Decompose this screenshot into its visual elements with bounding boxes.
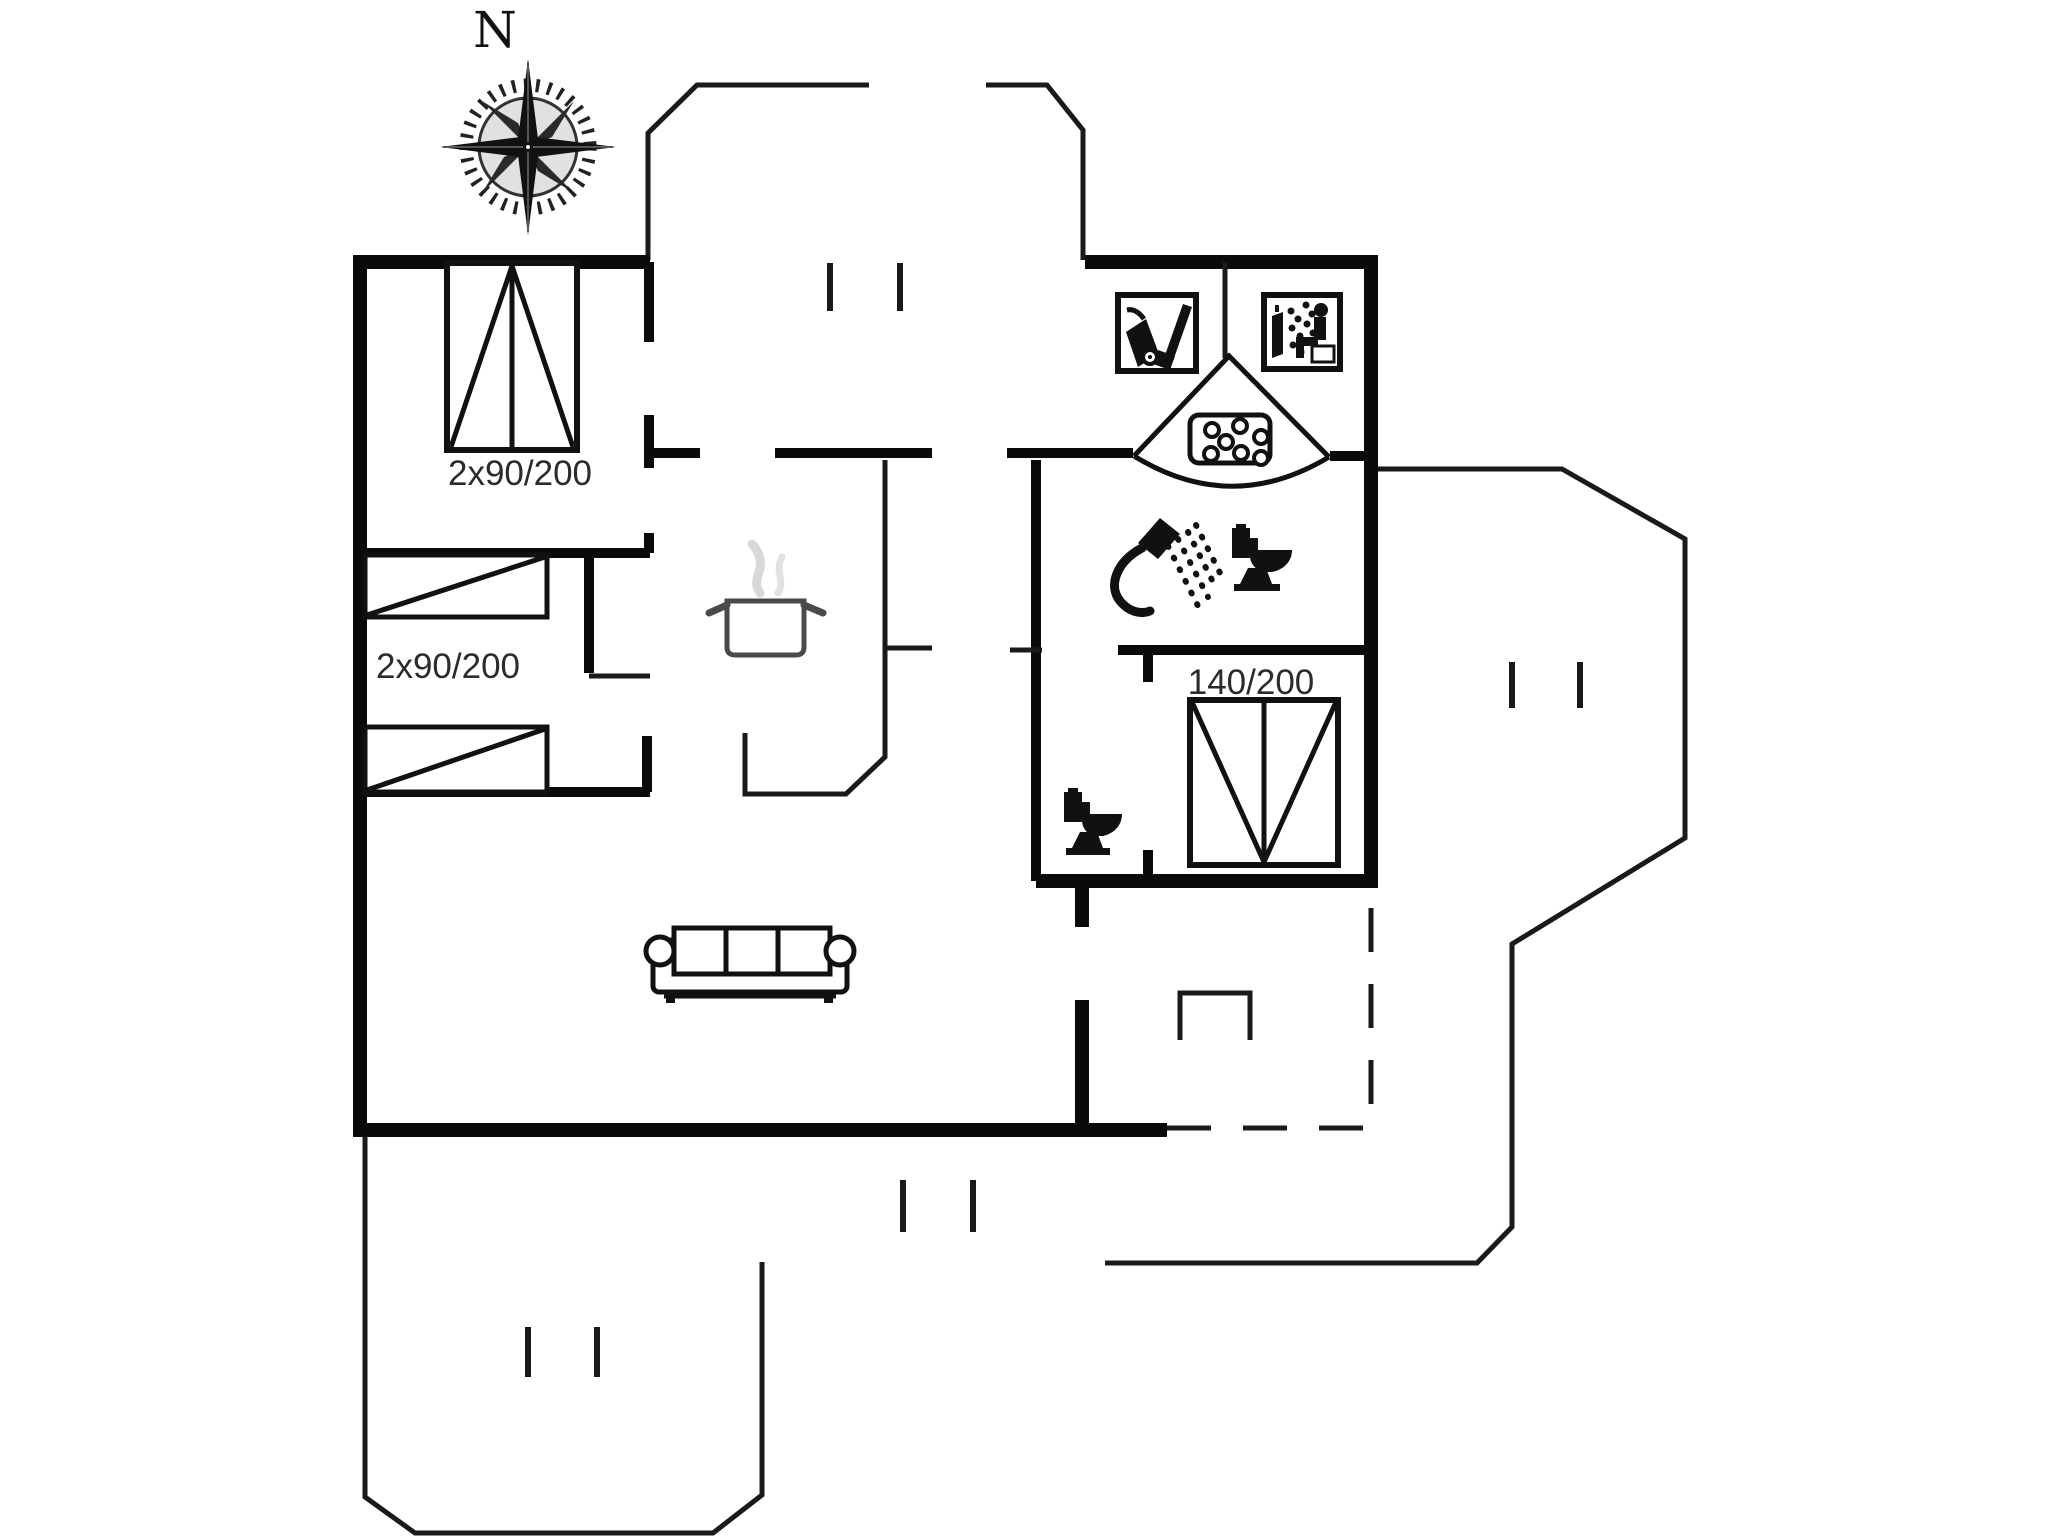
corner-spa-bath-icon <box>1132 352 1331 489</box>
toilet-icon-guest <box>1064 788 1122 855</box>
bed-size-label-top-left: 2x90/200 <box>448 454 592 493</box>
terrace-outlines <box>362 82 1688 1536</box>
bed-size-label-mid-left: 2x90/200 <box>376 647 520 686</box>
bottom-terrace-outline <box>362 1135 765 1536</box>
terrace-step-mark <box>1177 990 1253 1040</box>
interior-thin-walls <box>589 262 1228 797</box>
sofa-icon <box>643 925 857 1003</box>
bottom-terrace-ticks <box>525 1327 600 1377</box>
compass-rose-icon: N <box>440 1 616 235</box>
double-bed-top-left <box>444 260 580 453</box>
single-bed-upper <box>362 552 550 620</box>
covered-terrace-dashed-outline <box>1167 893 1374 1131</box>
vacuum-cleaner-icon <box>1115 292 1199 374</box>
north-label: N <box>473 1 517 59</box>
hand-shower-icon <box>1110 518 1225 618</box>
window-ticks <box>525 263 1583 1377</box>
kitchen-counter-line <box>742 460 888 797</box>
right-terrace-outline <box>1105 466 1688 1266</box>
double-bed-right <box>1187 697 1341 868</box>
right-terrace-ticks <box>1509 662 1583 708</box>
sauna-person-icon <box>1261 292 1343 372</box>
toilet-icon <box>1232 524 1292 591</box>
interior-walls <box>360 262 1371 881</box>
single-bed-lower <box>362 724 550 795</box>
entrance-door-ticks <box>827 263 903 311</box>
entrance-porch-outline <box>645 82 1086 260</box>
living-door-ticks <box>900 1180 976 1232</box>
bed-size-label-right: 140/200 <box>1188 663 1315 702</box>
cooking-pot-icon <box>705 539 827 658</box>
